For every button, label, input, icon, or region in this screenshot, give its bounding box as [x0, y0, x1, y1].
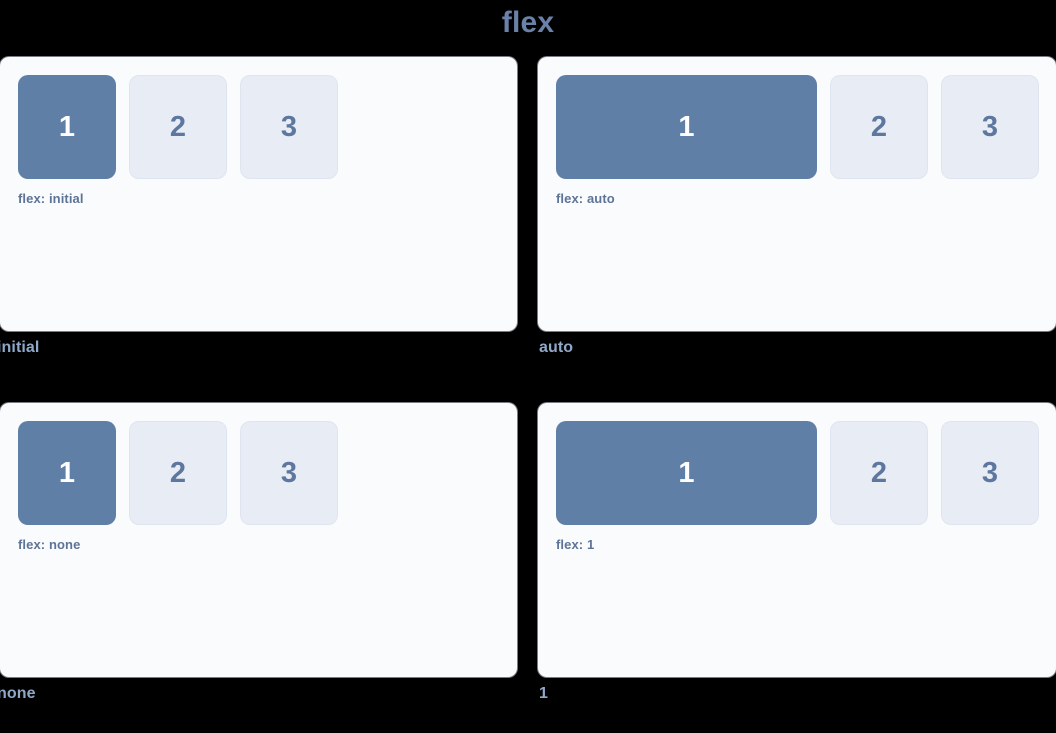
flex-item-label: 2 [169, 110, 187, 143]
flex-container-none: 1 2 3 [18, 421, 500, 525]
demo-cell-auto: 1 2 3 flex: auto auto [538, 57, 1056, 358]
flex-item-label: 3 [280, 110, 298, 143]
flex-item-label: 3 [981, 456, 999, 489]
flex-item-label: 1 [678, 456, 695, 489]
flex-item-label: 1 [58, 456, 76, 489]
flex-item-3[interactable]: 3 [240, 421, 338, 525]
flex-item-label: 2 [169, 456, 187, 489]
flex-item-label: 1 [678, 110, 695, 143]
demo-row-bottom: 1 2 3 flex: none none 1 [0, 403, 1056, 704]
demo-cell-one: 1 2 3 flex: 1 1 [538, 403, 1056, 704]
flex-panel-one: 1 2 3 flex: 1 [538, 403, 1056, 677]
flex-item-label: 3 [981, 110, 999, 143]
flex-item-label: 2 [870, 110, 888, 143]
flex-item-2[interactable]: 2 [830, 75, 928, 179]
panel-caption-one: 1 [539, 685, 548, 702]
panel-caption-initial: initial [0, 339, 40, 356]
flex-item-label: 1 [58, 110, 76, 143]
flex-item-1[interactable]: 1 [556, 421, 817, 525]
flex-property-label: flex: none [18, 537, 81, 552]
flex-property-label: flex: initial [18, 191, 84, 206]
flex-item-2[interactable]: 2 [129, 75, 227, 179]
demo-cell-none: 1 2 3 flex: none none [0, 403, 517, 704]
flex-item-1[interactable]: 1 [18, 421, 116, 525]
flex-property-label: flex: auto [556, 191, 615, 206]
flex-container-one: 1 2 3 [556, 421, 1039, 525]
flex-item-label: 2 [870, 456, 888, 489]
flex-demo-grid: 1 2 3 flex: initial initial 1 [0, 57, 1056, 704]
flex-panel-auto: 1 2 3 flex: auto [538, 57, 1056, 331]
flex-item-1[interactable]: 1 [556, 75, 817, 179]
flex-property-label: flex: 1 [556, 537, 595, 552]
flex-panel-none: 1 2 3 flex: none [0, 403, 517, 677]
demo-cell-initial: 1 2 3 flex: initial initial [0, 57, 517, 358]
flex-item-3[interactable]: 3 [941, 421, 1039, 525]
flex-item-2[interactable]: 2 [830, 421, 928, 525]
flex-item-label: 3 [280, 456, 298, 489]
flex-item-3[interactable]: 3 [941, 75, 1039, 179]
flex-item-1[interactable]: 1 [18, 75, 116, 179]
panel-caption-none: none [0, 685, 36, 702]
flex-item-3[interactable]: 3 [240, 75, 338, 179]
panel-caption-auto: auto [539, 339, 574, 356]
page-title: flex [501, 6, 555, 39]
flex-panel-initial: 1 2 3 flex: initial [0, 57, 517, 331]
demo-row-top: 1 2 3 flex: initial initial 1 [0, 57, 1056, 358]
flex-container-initial: 1 2 3 [18, 75, 500, 179]
flex-item-2[interactable]: 2 [129, 421, 227, 525]
flex-container-auto: 1 2 3 [556, 75, 1039, 179]
